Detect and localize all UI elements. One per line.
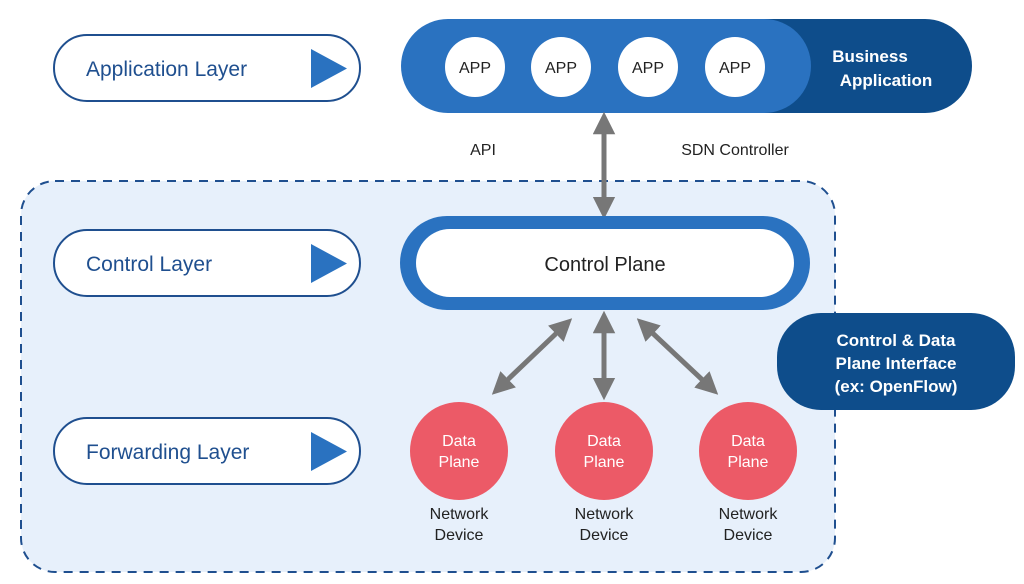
business-application-label-line1: Business — [832, 47, 908, 66]
data-plane-node: Data Plane Network Device — [410, 402, 508, 544]
application-layer-label: Application Layer — [86, 58, 247, 81]
control-data-arrow-left — [491, 318, 573, 395]
interface-badge: Control & Data Plane Interface (ex: Open… — [777, 313, 1015, 410]
network-device-label-line2: Device — [580, 527, 629, 544]
interface-label-line2: Plane Interface — [836, 354, 957, 373]
network-device-label-line1: Network — [430, 506, 490, 523]
app-label: APP — [719, 60, 751, 77]
control-layer-pill: Control Layer — [53, 229, 361, 297]
app-label: APP — [545, 60, 577, 77]
data-plane-label-line1: Data — [442, 433, 476, 450]
app-circle: APP — [705, 37, 765, 97]
app-circle: APP — [531, 37, 591, 97]
api-label: API — [470, 142, 496, 159]
data-plane-label-line2: Plane — [728, 454, 769, 471]
network-device-label-line2: Device — [724, 527, 773, 544]
network-device-label-line1: Network — [719, 506, 779, 523]
control-layer-label: Control Layer — [86, 253, 212, 276]
applications-pill: APP APP APP APP — [401, 19, 811, 113]
data-plane-node: Data Plane Network Device — [699, 402, 797, 544]
business-application-label-line2: Application — [840, 71, 933, 90]
play-icon — [311, 244, 347, 283]
network-device-label-line2: Device — [435, 527, 484, 544]
data-plane-label-line1: Data — [731, 433, 765, 450]
app-circle: APP — [445, 37, 505, 97]
forwarding-layer-label: Forwarding Layer — [86, 441, 249, 464]
interface-label-line3: (ex: OpenFlow) — [835, 377, 958, 396]
play-icon — [311, 432, 347, 471]
network-device-label-line1: Network — [575, 506, 635, 523]
data-plane-label-line2: Plane — [584, 454, 625, 471]
data-plane-label-line2: Plane — [439, 454, 480, 471]
app-circle: APP — [618, 37, 678, 97]
play-icon — [311, 49, 347, 88]
application-layer-pill: Application Layer — [53, 34, 361, 102]
data-plane-label-line1: Data — [587, 433, 621, 450]
app-label: APP — [632, 60, 664, 77]
forwarding-layer-pill: Forwarding Layer — [53, 417, 361, 485]
control-plane: Control Plane — [400, 216, 810, 310]
app-label: APP — [459, 60, 491, 77]
data-plane-node: Data Plane Network Device — [555, 402, 653, 544]
control-plane-label: Control Plane — [544, 254, 665, 276]
interface-label-line1: Control & Data — [837, 331, 957, 350]
control-data-arrow-right — [636, 318, 719, 395]
sdn-controller-label: SDN Controller — [681, 142, 789, 159]
